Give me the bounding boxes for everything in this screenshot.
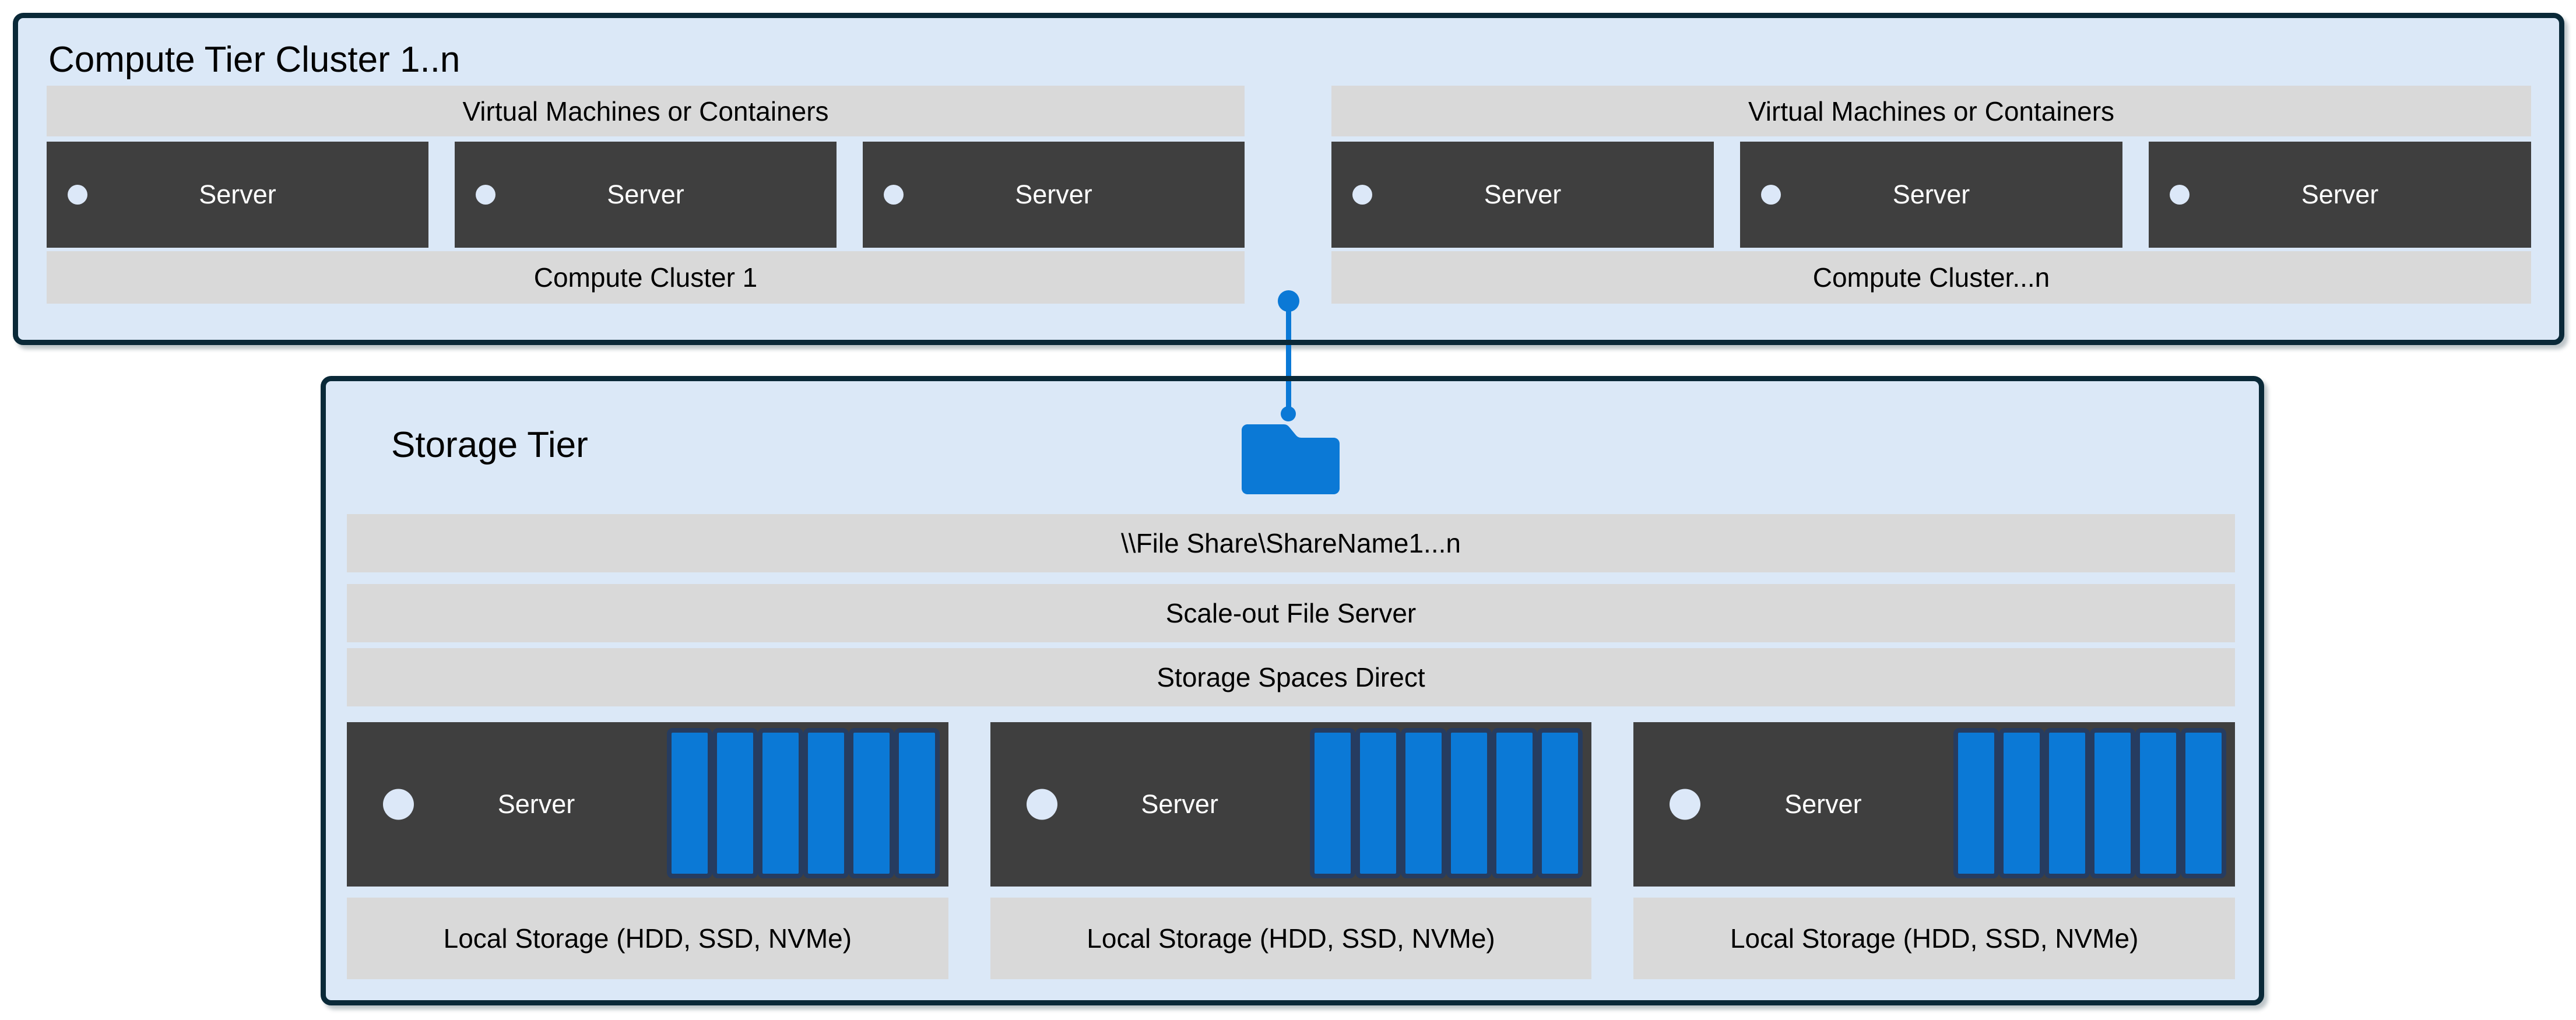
disk-icon xyxy=(1446,728,1492,878)
server-row: Server Server Server xyxy=(47,142,1245,248)
local-storage-bar: Local Storage (HDD, SSD, NVMe) xyxy=(1633,898,2236,979)
disk-icon xyxy=(2044,728,2090,878)
disk-array xyxy=(1953,728,2227,878)
storage-server-box: Server xyxy=(1633,722,2236,887)
power-dot-icon xyxy=(383,789,414,820)
power-dot-icon xyxy=(1026,789,1057,820)
disk-icon xyxy=(1537,728,1583,878)
disk-icon xyxy=(1999,728,2045,878)
power-dot-icon xyxy=(476,185,495,205)
disk-icon xyxy=(757,728,803,878)
power-dot-icon xyxy=(2170,185,2190,205)
disk-icon xyxy=(848,728,894,878)
disk-icon xyxy=(894,728,940,878)
power-dot-icon xyxy=(884,185,904,205)
vm-header-bar: Virtual Machines or Containers xyxy=(47,86,1245,136)
server-label: Server xyxy=(199,180,276,209)
disk-icon xyxy=(666,728,712,878)
storage-spaces-direct-bar: Storage Spaces Direct xyxy=(347,648,2235,706)
compute-border-overlap xyxy=(1284,340,1293,345)
compute-tier-box: Compute Tier Cluster 1..n Virtual Machin… xyxy=(13,13,2564,345)
storage-server-row: Server Server Server xyxy=(347,722,2236,887)
storage-tier-title: Storage Tier xyxy=(391,425,588,465)
local-storage-bar: Local Storage (HDD, SSD, NVMe) xyxy=(347,898,948,979)
server-label: Server xyxy=(1015,180,1092,209)
server-label: Server xyxy=(1141,789,1218,819)
power-dot-icon xyxy=(1352,185,1372,205)
server-label: Server xyxy=(607,180,684,209)
server-label: Server xyxy=(2301,180,2379,209)
power-dot-icon xyxy=(68,185,87,205)
compute-cluster-n: Virtual Machines or Containers Server Se… xyxy=(1331,86,2531,304)
server-label: Server xyxy=(1484,180,1562,209)
power-dot-icon xyxy=(1670,789,1701,820)
server-box: Server xyxy=(2149,142,2531,248)
server-box: Server xyxy=(863,142,1245,248)
storage-border-overlap xyxy=(1284,376,1293,381)
storage-server-box: Server xyxy=(990,722,1592,887)
server-box: Server xyxy=(1331,142,1714,248)
scale-out-file-server-bar: Scale-out File Server xyxy=(347,584,2235,642)
disk-icon xyxy=(1401,728,1447,878)
connector-line xyxy=(1286,300,1291,415)
server-box: Server xyxy=(455,142,837,248)
server-label: Server xyxy=(1892,180,1970,209)
server-box: Server xyxy=(47,142,428,248)
disk-array xyxy=(1310,728,1583,878)
local-storage-bar: Local Storage (HDD, SSD, NVMe) xyxy=(990,898,1592,979)
server-label: Server xyxy=(497,789,575,819)
server-row: Server Server Server xyxy=(1331,142,2531,248)
disk-icon xyxy=(1492,728,1538,878)
connector-dot-top-icon xyxy=(1278,290,1299,312)
server-label: Server xyxy=(1784,789,1862,819)
vm-header-bar: Virtual Machines or Containers xyxy=(1331,86,2531,136)
disk-icon xyxy=(1355,728,1401,878)
compute-tier-title: Compute Tier Cluster 1..n xyxy=(48,40,461,80)
cluster-footer-bar: Compute Cluster 1 xyxy=(47,251,1245,304)
disk-icon xyxy=(2090,728,2136,878)
folder-icon xyxy=(1242,424,1340,494)
disk-icon xyxy=(803,728,849,878)
disk-icon xyxy=(1953,728,1999,878)
local-storage-row: Local Storage (HDD, SSD, NVMe) Local Sto… xyxy=(347,898,2236,979)
disk-icon xyxy=(712,728,758,878)
disk-array xyxy=(666,728,940,878)
connector-dot-bottom-icon xyxy=(1281,406,1296,421)
cluster-footer-bar: Compute Cluster...n xyxy=(1331,251,2531,304)
storage-server-box: Server xyxy=(347,722,948,887)
disk-icon xyxy=(1310,728,1356,878)
compute-cluster-1: Virtual Machines or Containers Server Se… xyxy=(47,86,1245,304)
disk-icon xyxy=(2135,728,2181,878)
server-box: Server xyxy=(1740,142,2122,248)
file-share-path-bar: \\File Share\ShareName1...n xyxy=(347,514,2235,572)
power-dot-icon xyxy=(1761,185,1781,205)
disk-icon xyxy=(2181,728,2227,878)
